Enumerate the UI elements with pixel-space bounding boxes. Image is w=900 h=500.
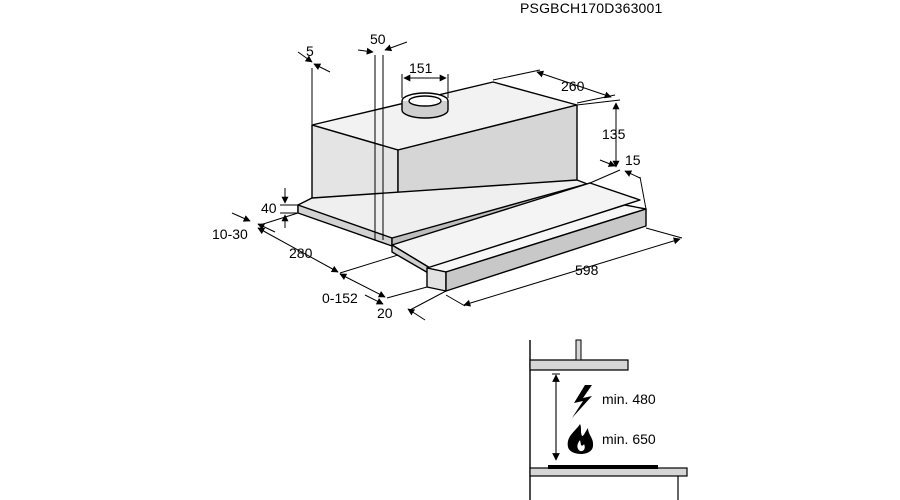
electric-clearance-label: min. 480 <box>602 391 656 407</box>
dim-280: 280 <box>289 245 313 261</box>
dim-151: 151 <box>409 60 433 76</box>
dim-260: 260 <box>561 78 585 94</box>
exhaust-collar-body <box>401 101 449 119</box>
cooktop-burner <box>548 465 658 469</box>
dim-15: 15 <box>625 152 641 168</box>
flame-icon <box>567 424 594 454</box>
dim-0-152: 0-152 <box>322 290 358 306</box>
hood-side-view <box>529 359 629 371</box>
dim-598: 598 <box>575 262 599 278</box>
dimension-lines <box>231 41 683 321</box>
clearance-diagram <box>529 339 688 500</box>
hood-drawing <box>297 81 647 292</box>
dimension-labels: 5 50 151 260 135 15 40 10-30 280 598 0-1… <box>212 31 641 321</box>
lightning-bolt-icon <box>572 385 592 418</box>
cooktop <box>529 467 688 477</box>
dim-135: 135 <box>602 126 626 142</box>
gas-clearance-label: min. 650 <box>602 431 656 447</box>
dim-40: 40 <box>261 200 277 216</box>
visor-front <box>426 267 447 292</box>
product-code: PSGBCH170D363001 <box>520 0 663 16</box>
hood-duct <box>575 339 582 361</box>
dim-50: 50 <box>370 31 386 47</box>
dim-10-30: 10-30 <box>212 226 248 242</box>
dim-20: 20 <box>377 305 393 321</box>
exhaust-collar-inner <box>408 95 442 107</box>
dim-5: 5 <box>306 43 314 59</box>
